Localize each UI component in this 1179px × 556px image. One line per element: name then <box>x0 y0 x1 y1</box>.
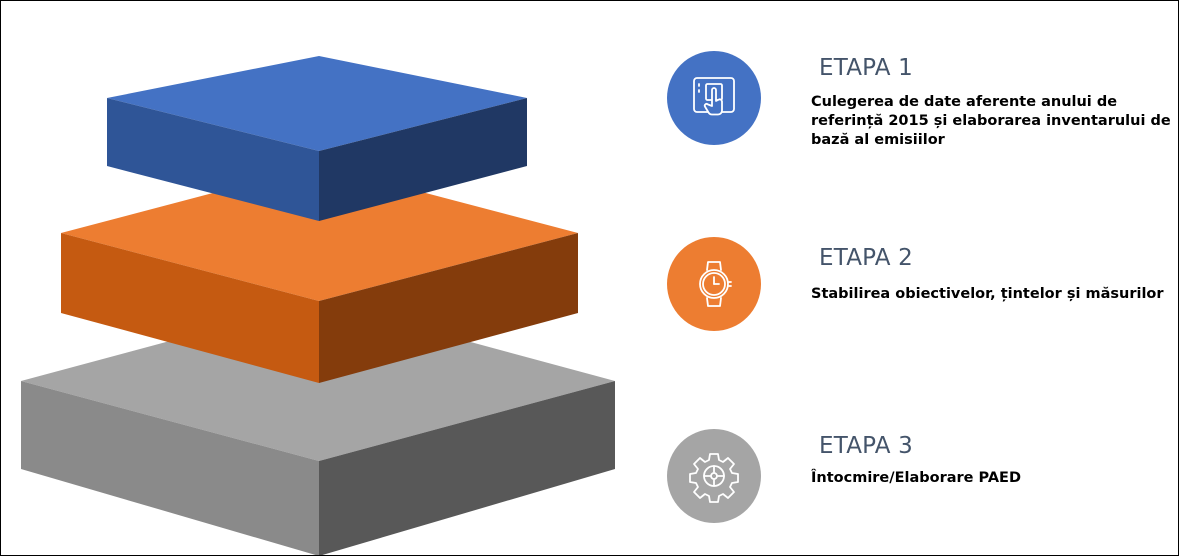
layer-orange-top <box>61 165 578 301</box>
gear-icon <box>689 453 739 503</box>
step-2-description: Stabilirea obiectivelor, țintelor și măs… <box>811 286 1164 302</box>
step-1-title: ETAPA 1 <box>819 55 914 81</box>
layered-pyramid <box>21 56 615 555</box>
layer-orange <box>61 165 578 383</box>
layer-gray-right <box>319 381 615 555</box>
wristwatch-icon <box>699 261 732 307</box>
layer-orange-right <box>319 233 578 383</box>
step-3-description: Întocmire/Elaborare PAED <box>811 470 1021 486</box>
step-3-title: ETAPA 3 <box>819 433 914 459</box>
layer-blue-left <box>107 98 319 221</box>
touch-tablet-icon <box>693 77 735 116</box>
layer-gray-left <box>21 381 319 555</box>
layer-blue <box>107 56 527 221</box>
layer-blue-top <box>107 56 527 151</box>
step-3-icon-circle <box>667 429 761 523</box>
step-1-icon-circle <box>667 51 761 145</box>
layer-blue-right <box>319 98 527 221</box>
step-1-description: Culegerea de date aferente anului de ref… <box>811 94 1171 148</box>
layer-orange-left <box>61 233 319 383</box>
step-2-icon-circle <box>667 237 761 331</box>
step-2-title: ETAPA 2 <box>819 245 914 271</box>
